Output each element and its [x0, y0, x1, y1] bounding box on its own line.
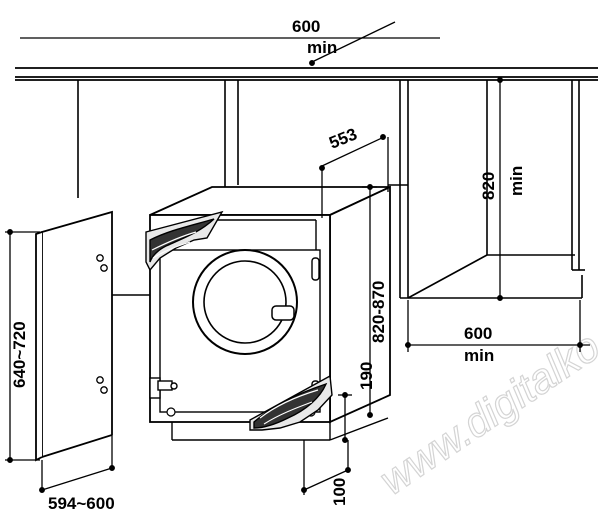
door-height-label: 640~720 [10, 321, 29, 388]
top-min-label: min [307, 38, 337, 57]
dimension-lines [5, 21, 590, 495]
door-porthole [192, 249, 298, 355]
hinge [149, 377, 178, 399]
wood-section-top [145, 210, 224, 272]
niche-height-label: 820 [479, 172, 498, 200]
worktop [15, 67, 598, 81]
bottom-width-label: 600 [464, 324, 492, 343]
bottom-min-label: min [464, 346, 494, 365]
wood-section-bottom [249, 374, 333, 431]
height-range-label: 820-870 [369, 281, 388, 343]
plinth-label: 190 [357, 362, 376, 390]
door-width-label: 594~600 [48, 494, 115, 513]
watermark-text: www.digitalko.hu [371, 290, 600, 504]
depth-label: 553 [326, 124, 359, 152]
top-width-label: 600 [292, 17, 320, 36]
niche-height-min-label: min [507, 166, 526, 196]
foot-depth-label: 100 [330, 478, 349, 506]
door-handle [271, 305, 295, 321]
cabinets [77, 80, 585, 299]
furniture-door-panel [35, 210, 113, 462]
